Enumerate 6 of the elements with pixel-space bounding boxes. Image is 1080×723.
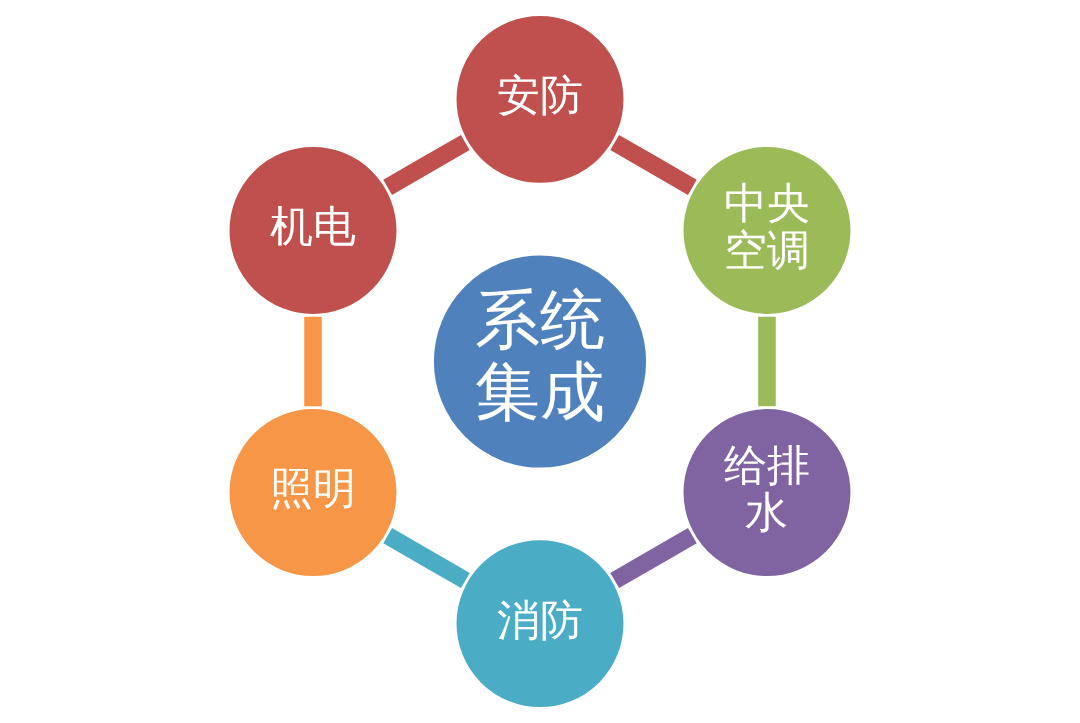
connector [383, 528, 470, 589]
connector [383, 134, 470, 195]
connector [304, 316, 322, 407]
connector [758, 316, 776, 407]
connector [610, 528, 697, 589]
connector [610, 134, 697, 195]
